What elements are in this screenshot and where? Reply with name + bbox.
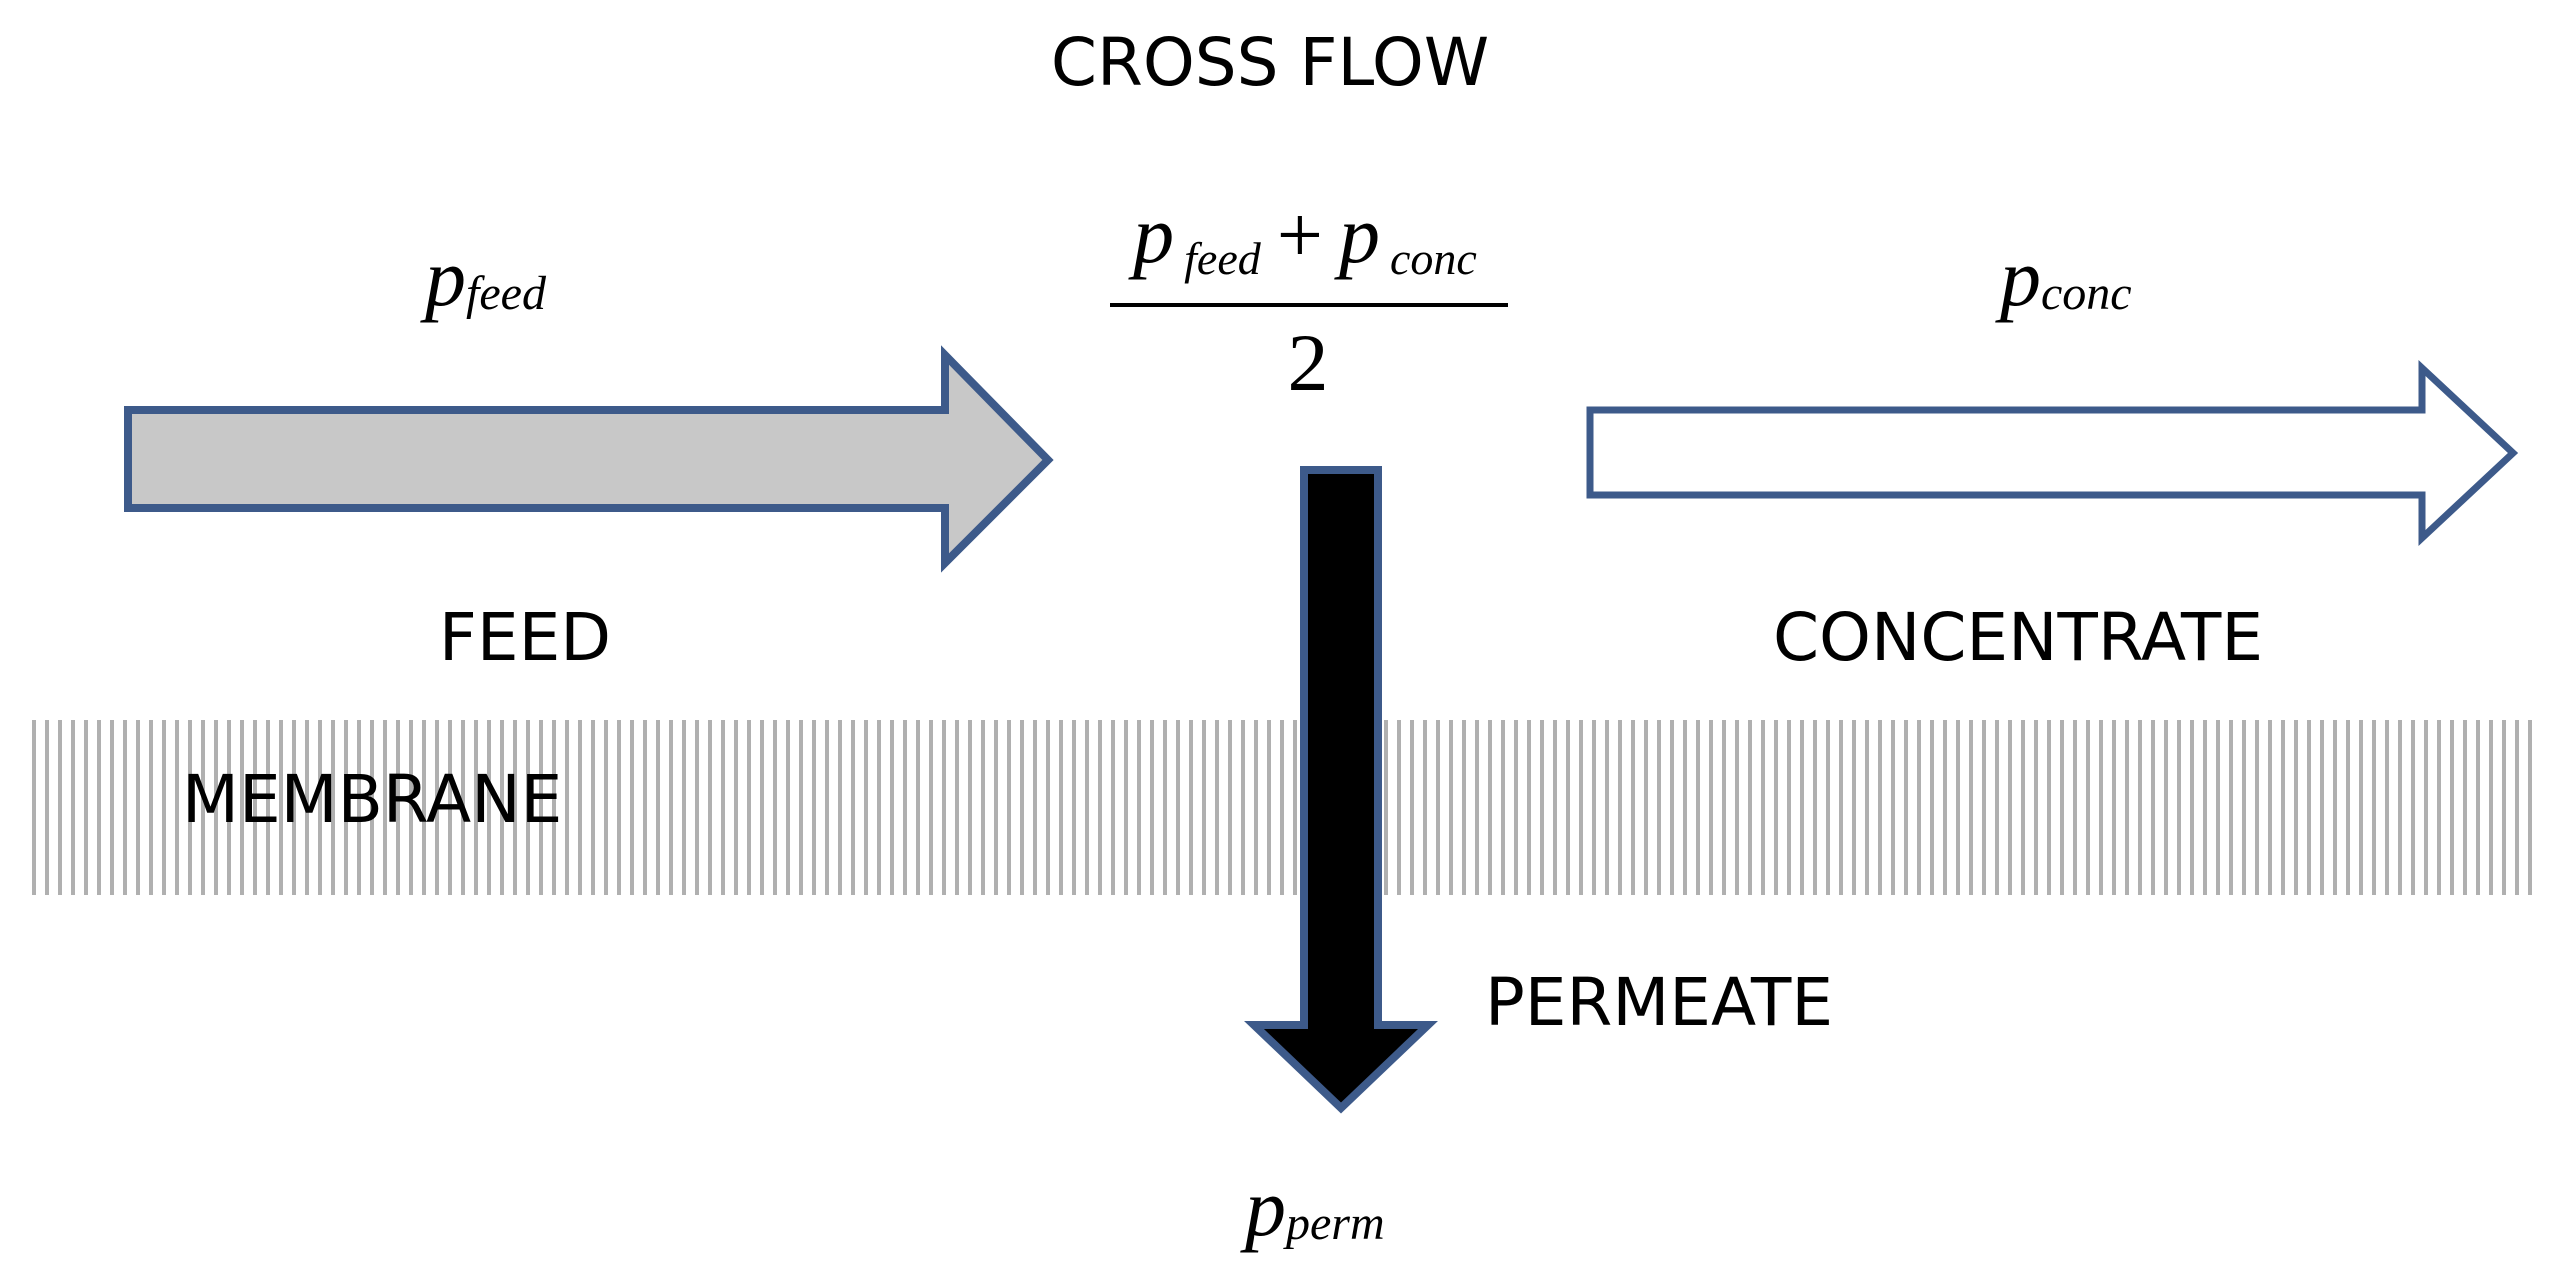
p-conc-symbol: pconc (1995, 232, 2132, 323)
p-perm-symbol: pperm (1240, 1162, 1385, 1253)
concentrate-label: CONCENTRATE (1773, 599, 2263, 676)
formula-denominator: 2 (1288, 317, 1329, 408)
feed-arrow-icon (124, 345, 1054, 573)
membrane-label: MEMBRANE (182, 761, 562, 838)
diagram-title: CROSS FLOW (1051, 24, 1489, 101)
membrane-band (32, 720, 2532, 895)
p-feed-symbol: pfeed (420, 232, 547, 323)
permeate-arrow-icon (1244, 466, 1438, 1114)
permeate-label: PERMEATE (1485, 964, 1833, 1041)
concentrate-arrow-icon (1586, 359, 2519, 547)
feed-label: FEED (439, 599, 611, 676)
